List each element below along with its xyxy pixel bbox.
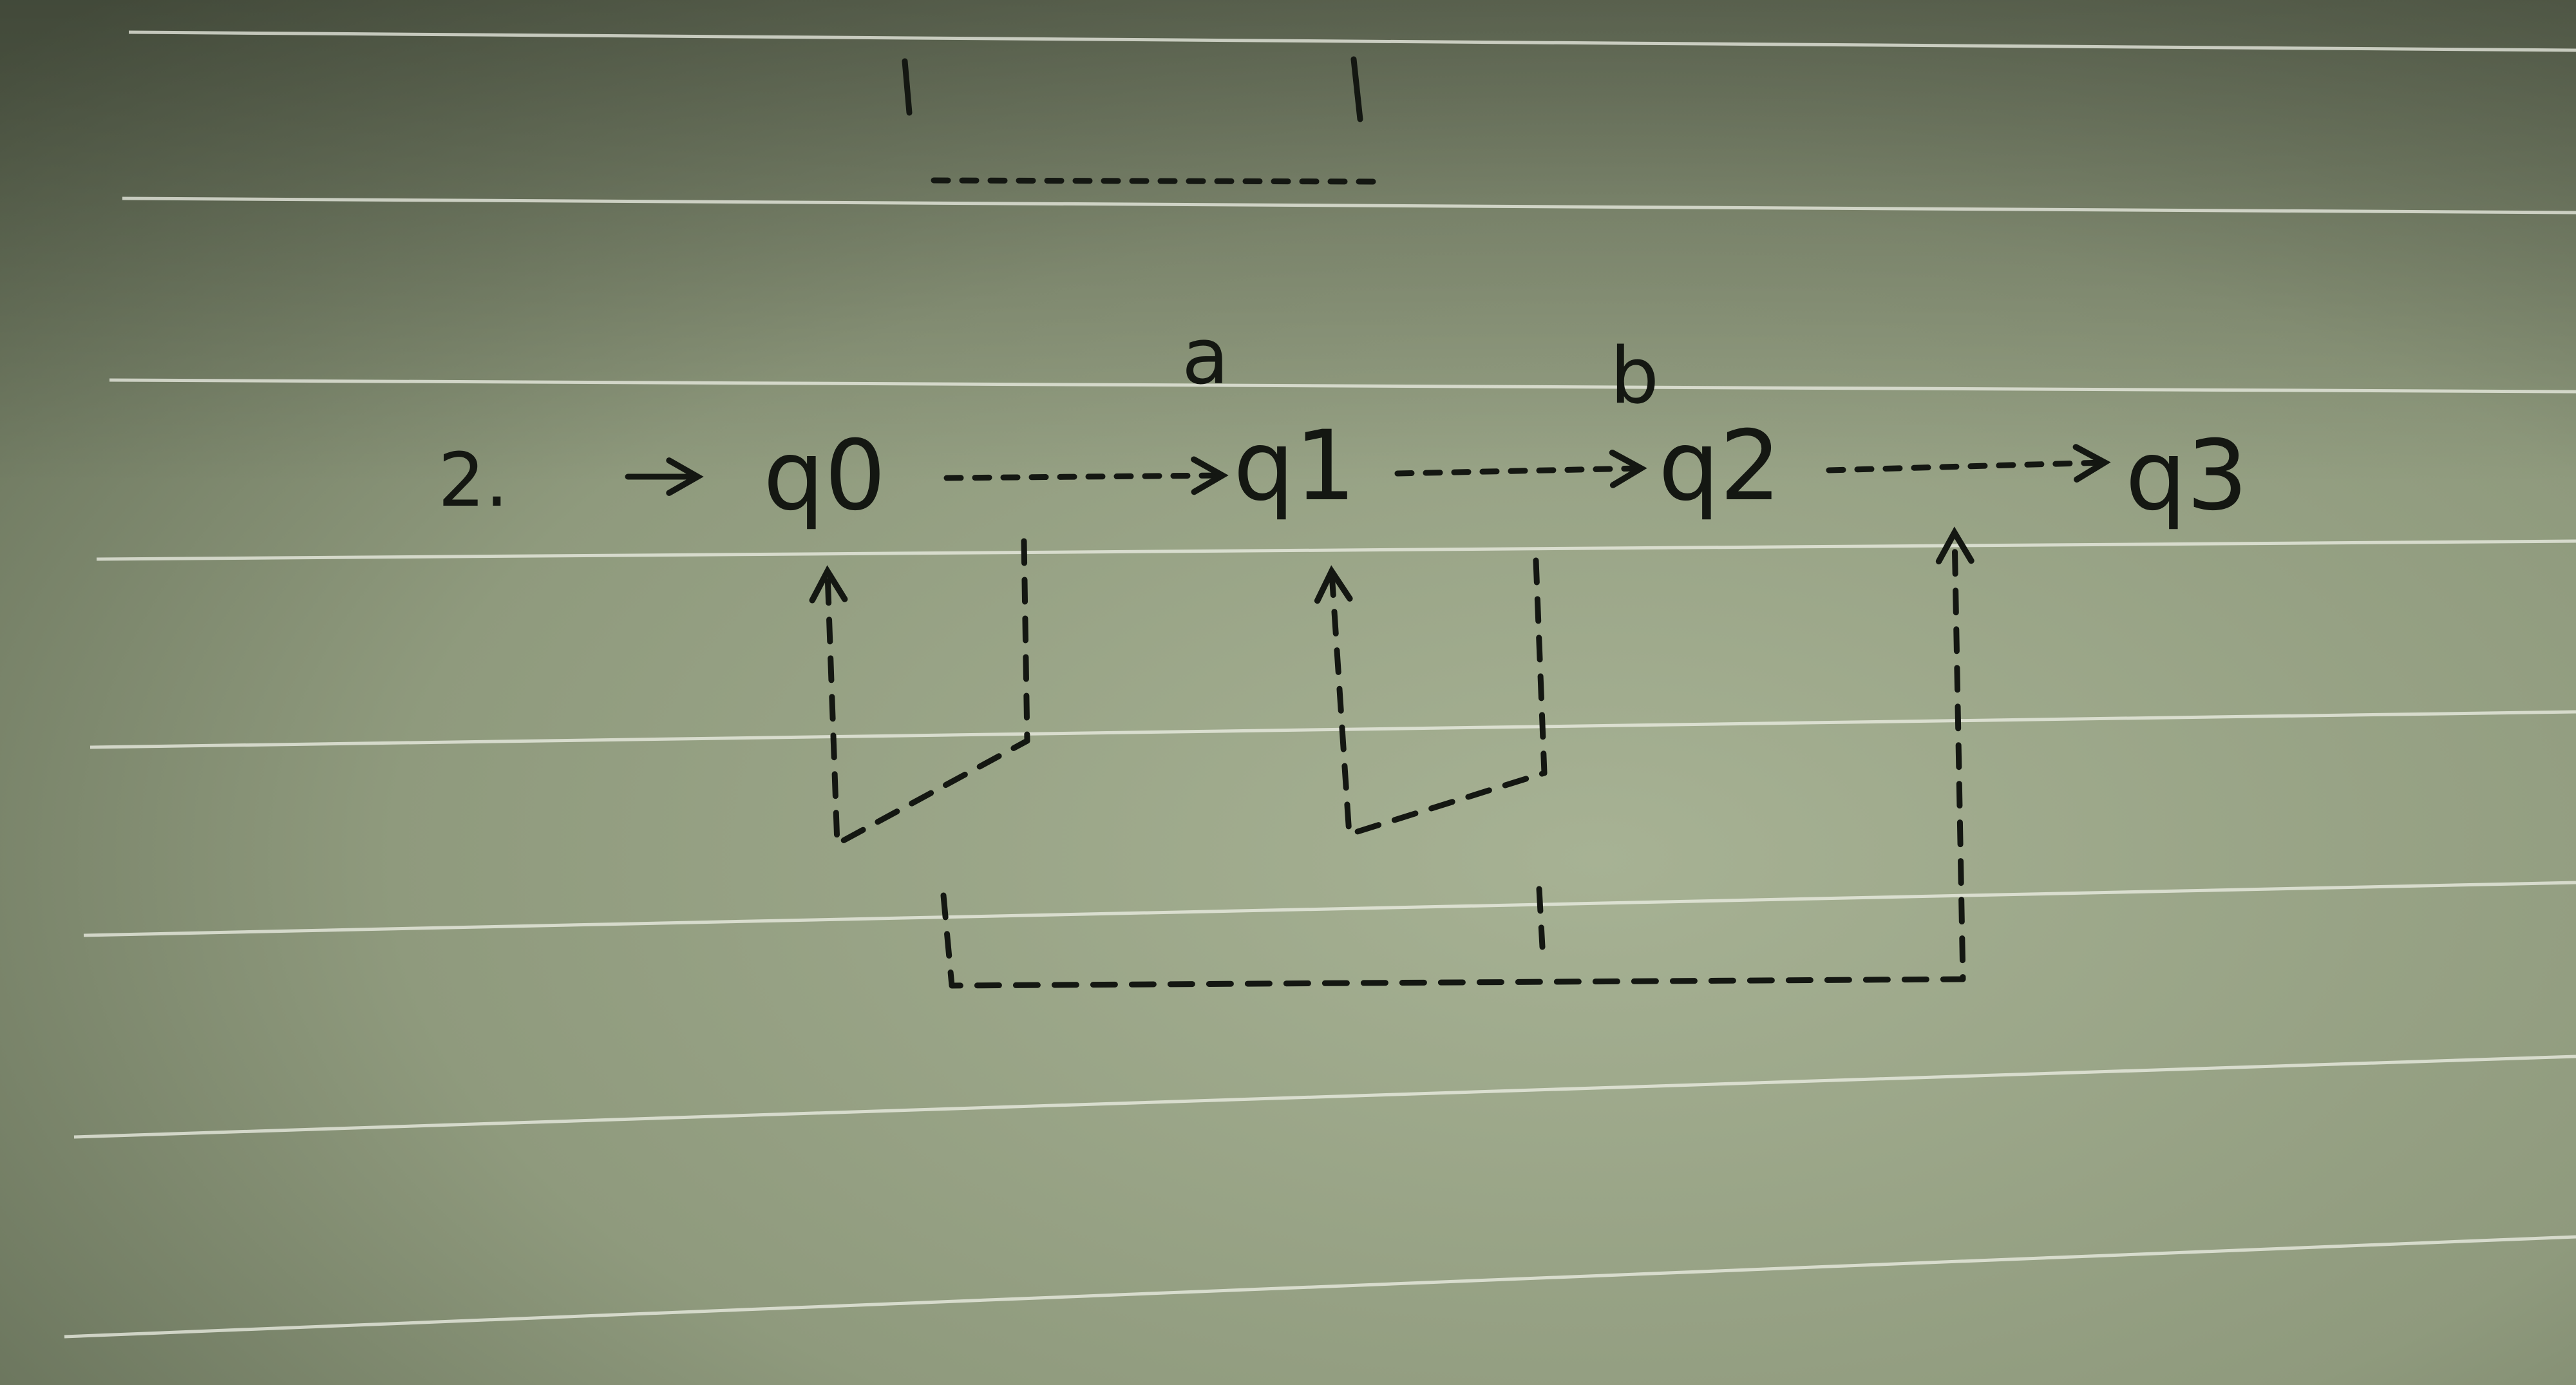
previous-diagram-remnant	[902, 56, 1388, 185]
edge-q0-q1	[943, 456, 1229, 495]
transition-symbol-b: b	[1610, 332, 1659, 421]
rule-line	[128, 30, 2576, 52]
rule-line	[96, 539, 2576, 561]
edge-q2-q3	[1826, 444, 2111, 483]
return-path-q3	[940, 526, 1975, 989]
edge-q1-q2	[1394, 449, 1647, 488]
state-q1: q1	[1233, 410, 1356, 522]
loop-q0	[809, 538, 1030, 847]
rule-line	[90, 710, 2576, 749]
rule-line	[73, 1055, 2576, 1139]
rule-line	[64, 1235, 2576, 1339]
return-path-branch	[1536, 886, 1546, 950]
rule-line	[122, 196, 2576, 215]
state-q0: q0	[763, 420, 886, 532]
rule-line	[83, 881, 2576, 937]
transition-symbol-a: a	[1182, 312, 1229, 402]
state-q2: q2	[1658, 410, 1781, 522]
ruled-lines	[64, 30, 2576, 1339]
state-q3: q3	[2125, 420, 2248, 532]
item-number: 2.	[438, 437, 509, 524]
rule-line	[109, 378, 2576, 394]
loop-q1	[1314, 557, 1548, 837]
